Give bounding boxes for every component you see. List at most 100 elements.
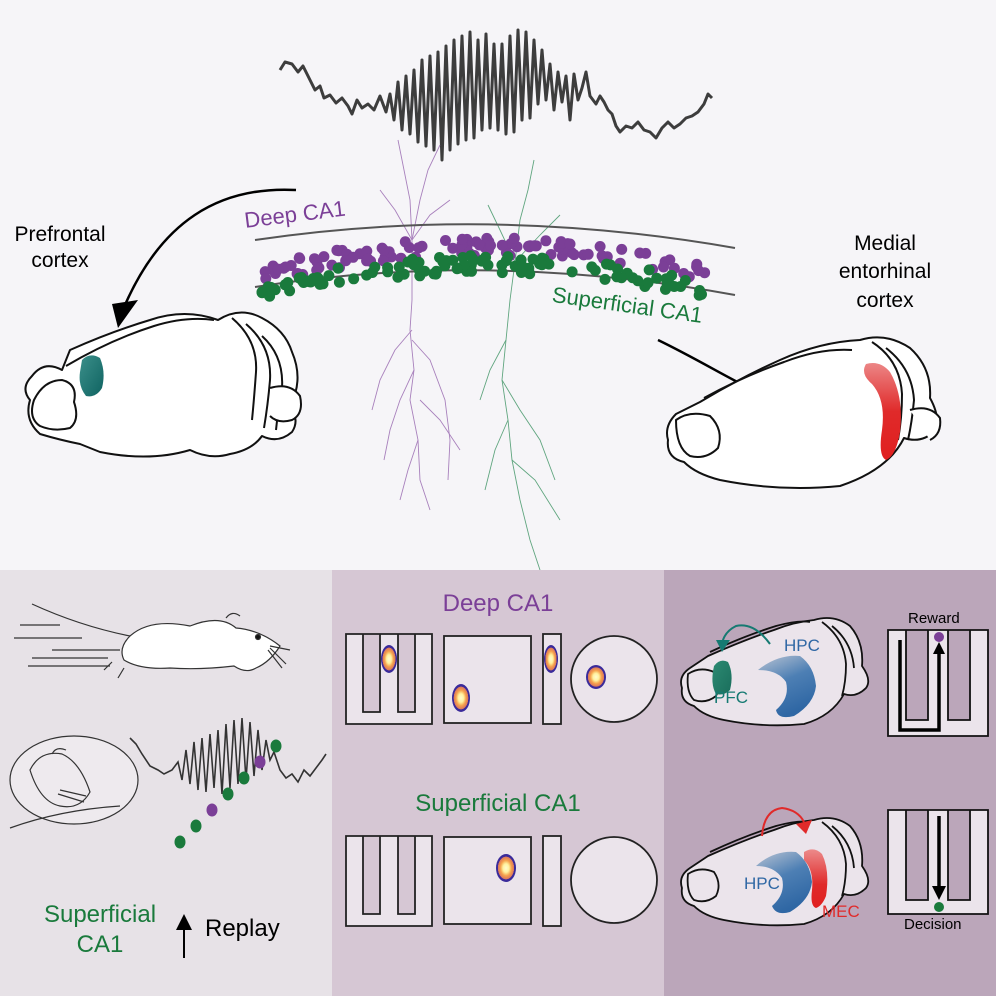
superficial-line1: Superficial: [43, 901, 157, 928]
w-maze-deep: [345, 633, 433, 725]
replay-up-arrow-head: [176, 914, 192, 930]
cell-body: [496, 267, 508, 279]
cell-body: [696, 288, 707, 300]
pfc-region-top: [79, 355, 104, 397]
cell-body: [348, 273, 360, 285]
cell-body: [378, 244, 390, 256]
cell-body: [318, 251, 330, 263]
cell-body: [568, 249, 580, 261]
deep-neuron: [371, 139, 461, 511]
pfc-label: PFC: [714, 688, 748, 707]
cell-body: [616, 243, 628, 255]
place-field: [586, 665, 606, 689]
cell-body: [431, 265, 442, 277]
decision-dot: [934, 902, 944, 912]
running-mouse-icon: [14, 603, 291, 679]
reward-label: Reward: [908, 610, 960, 627]
cell-body: [447, 242, 459, 254]
cell-body: [566, 266, 578, 278]
hpc-label-bottom: HPC: [744, 874, 780, 893]
cell-body: [604, 259, 616, 271]
cell-body: [668, 281, 680, 292]
cell-body: [282, 277, 294, 288]
cell-body: [611, 271, 623, 283]
cell-body: [413, 242, 425, 254]
superficial-line2: CA1: [76, 931, 124, 958]
pfc-label-line2: cortex: [31, 249, 89, 273]
replay-label: Replay: [205, 915, 280, 942]
place-field: [452, 684, 470, 712]
replay-dot-green: [238, 771, 250, 785]
cell-body: [485, 240, 496, 251]
cell-body: [382, 266, 394, 278]
superficial-ca1-heading: Superficial CA1: [415, 790, 581, 817]
decision-label: Decision: [904, 916, 962, 933]
replay-dot-purple: [254, 755, 266, 769]
cell-body: [482, 259, 494, 271]
hpc-label-top: HPC: [784, 636, 820, 655]
arrow-to-pfc: [120, 188, 297, 313]
cell-body: [651, 272, 663, 284]
brain-left: [24, 311, 302, 458]
cell-body: [517, 261, 529, 273]
replay-dot-green: [270, 739, 282, 753]
cell-body: [658, 261, 669, 273]
superficial-ca1-replay-label: Superficial CA1: [30, 900, 170, 960]
replay-sequence: [174, 739, 282, 849]
ripple-trace: [278, 28, 714, 162]
cell-body: [451, 263, 463, 275]
cell-body: [440, 235, 451, 246]
cell-body: [366, 267, 378, 278]
cell-body: [272, 263, 284, 275]
cell-body: [332, 262, 344, 274]
arrow-to-pfc-head: [112, 300, 138, 328]
cell-body: [393, 261, 405, 273]
panel-replay: Superficial CA1 Replay: [0, 570, 332, 996]
replay-dot-green: [174, 835, 186, 849]
cell-body: [437, 256, 449, 268]
hpc-region-top: [758, 655, 816, 718]
projection-illustration: [680, 617, 989, 927]
cell-body: [643, 264, 655, 276]
mec-label-top: Medial entorhinal cortex: [820, 230, 950, 315]
cell-body: [594, 241, 606, 252]
deep-ca1-heading: Deep CA1: [442, 590, 554, 617]
mec-region-top: [864, 363, 901, 460]
hpc-to-pfc-arrow-head: [716, 640, 730, 652]
place-field-mazes: [345, 633, 658, 927]
place-field: [544, 645, 558, 673]
cell-body: [264, 290, 276, 302]
cell-body: [508, 232, 520, 244]
superficial-cell-layer: [256, 250, 707, 302]
hpc-to-mec-arrow-head: [796, 820, 812, 834]
cell-body: [599, 273, 611, 285]
cell-body: [502, 251, 514, 263]
pfc-label-line1: Prefrontal: [14, 223, 106, 246]
cell-body: [294, 253, 306, 264]
open-field-superficial: [443, 836, 532, 925]
superficial-neuron: [479, 159, 561, 570]
hpc-to-pfc-arrow: [721, 624, 771, 645]
reward-dot: [934, 632, 944, 642]
cell-body: [474, 239, 485, 251]
pfc-label-top: Prefrontal cortex: [10, 222, 110, 275]
cell-body: [323, 270, 335, 282]
place-field: [381, 645, 397, 673]
cell-body: [413, 264, 425, 276]
replay-dot-green: [190, 819, 202, 833]
replay-illustration: [9, 603, 327, 958]
cell-body: [468, 254, 479, 266]
cell-body: [333, 276, 345, 288]
hpc-region-bottom: [756, 851, 812, 914]
cell-body: [679, 275, 691, 286]
cell-body: [540, 235, 552, 247]
mec-label-line1: Medial: [854, 232, 916, 255]
mec-label-line2: entorhinal: [838, 260, 932, 284]
decision-path-arrow-head: [932, 886, 946, 900]
cell-body: [556, 237, 568, 249]
mec-label: MEC: [822, 902, 860, 921]
cell-body: [627, 272, 639, 284]
pfc-region: [712, 660, 732, 695]
replay-dot-green: [222, 787, 234, 801]
cell-body: [496, 239, 508, 251]
